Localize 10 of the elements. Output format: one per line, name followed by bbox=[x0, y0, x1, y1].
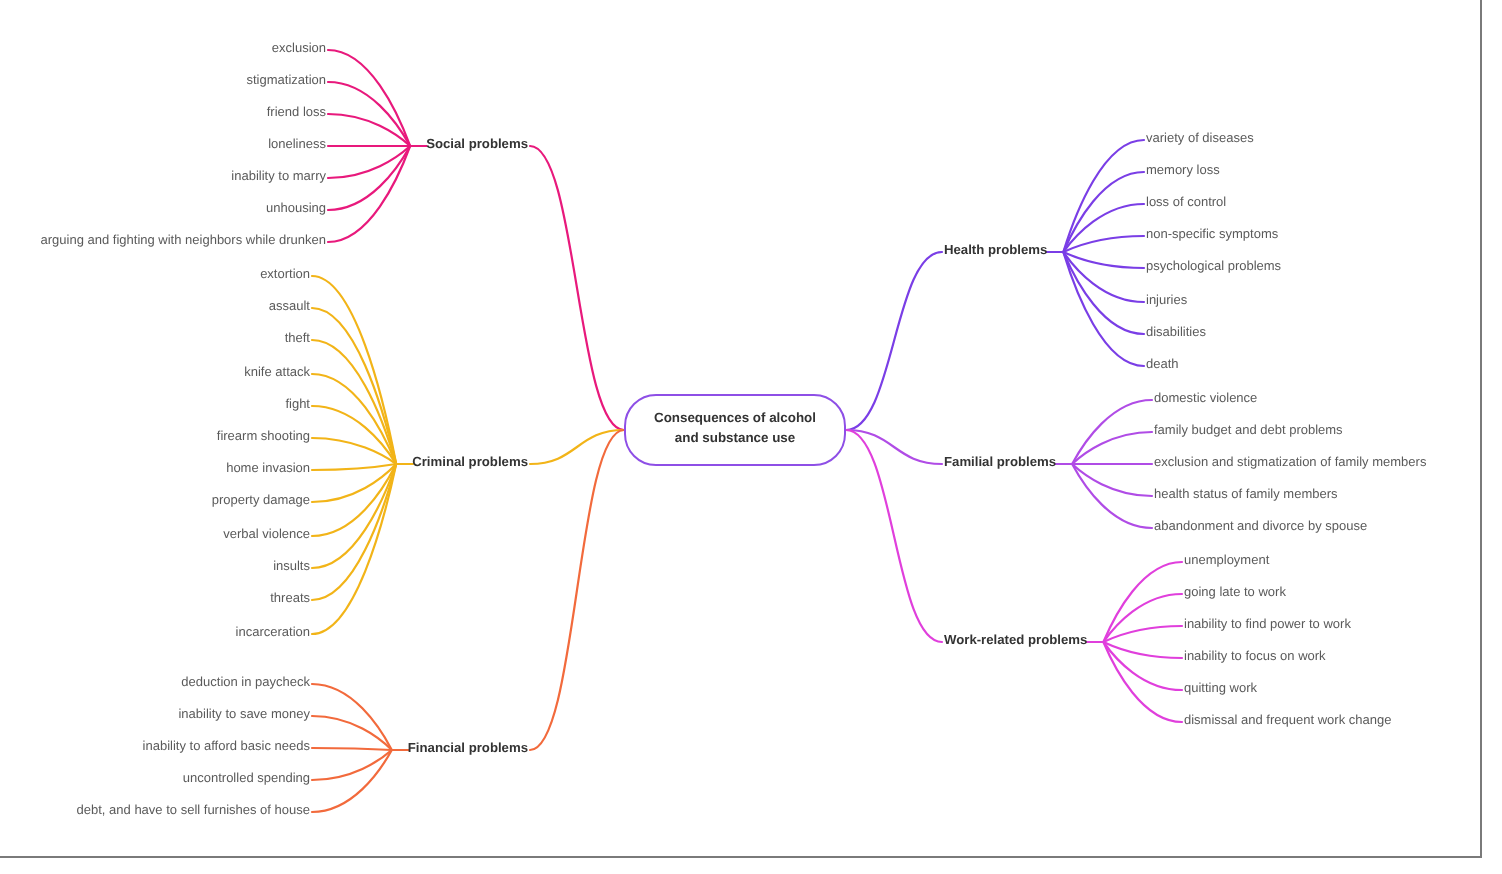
connector-line bbox=[844, 428, 944, 466]
connector-line bbox=[310, 748, 409, 814]
connector-line bbox=[1086, 640, 1184, 724]
connector-line bbox=[528, 428, 626, 752]
connector-line bbox=[528, 144, 626, 432]
connector-line bbox=[528, 428, 626, 466]
connector-line bbox=[844, 250, 944, 432]
connector-line bbox=[844, 428, 944, 644]
connector-line bbox=[1055, 462, 1154, 530]
connector-line bbox=[1046, 250, 1146, 368]
